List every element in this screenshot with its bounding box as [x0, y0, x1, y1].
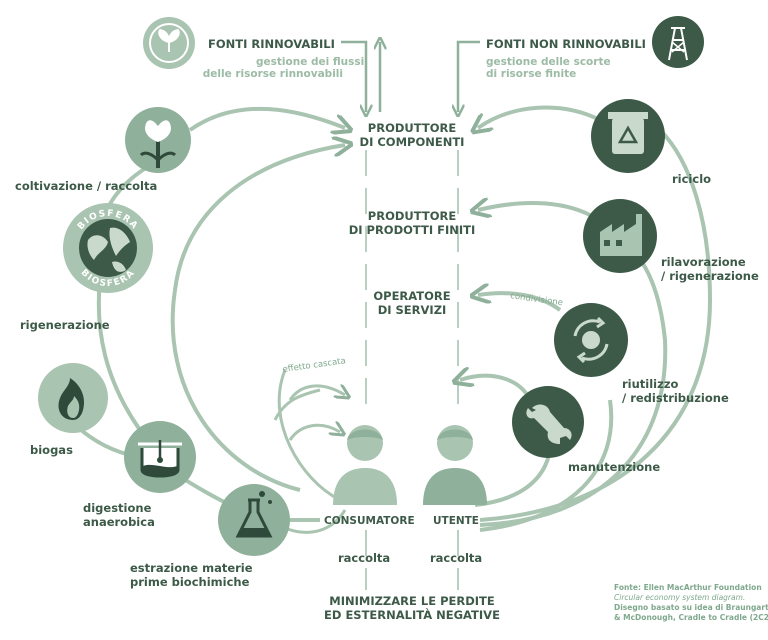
- produttore-prodotti-line2: DI PRODOTTI FINITI: [348, 223, 476, 237]
- consumatore-label: CONSUMATORE: [324, 515, 415, 527]
- utente-label: UTENTE: [433, 515, 479, 527]
- cycle-icon: [554, 303, 628, 377]
- riutilizzo-line1: riutilizzo: [622, 377, 679, 391]
- source-line2: Circular economy system diagram.: [614, 593, 746, 602]
- biogas-label: biogas: [30, 443, 73, 457]
- minimizzare-line1: MINIMIZZARE LE PERDITE: [329, 594, 495, 608]
- operatore-servizi-line1: OPERATORE: [373, 289, 451, 303]
- fonti-non-rinnovabili-sub1: gestione delle scorte: [486, 56, 611, 68]
- manutenzione-label: manutenzione: [568, 460, 661, 474]
- top-arrows: [341, 42, 480, 112]
- sprout-icon: [143, 17, 195, 69]
- condivisione-label: condivisione: [510, 291, 564, 308]
- flower-icon: [125, 107, 191, 173]
- fonti-non-rinnovabili-title: FONTI NON RINNOVABILI: [486, 37, 646, 51]
- estrazione-line1: estrazione materie: [130, 561, 253, 575]
- fonti-rinnovabili-title: FONTI RINNOVABILI: [208, 37, 335, 51]
- source-line3: Disegno basato su idea di Braungart: [614, 603, 768, 612]
- operatore-servizi-line2: DI SERVIZI: [377, 303, 447, 317]
- user-person-icon: [423, 425, 487, 505]
- rilavorazione-line2: / rigenerazione: [661, 269, 759, 283]
- rilavorazione-line1: rilavorazione: [661, 255, 746, 269]
- globe-icon: [63, 203, 153, 293]
- digestione-line2: anaerobica: [83, 515, 155, 529]
- produttore-prodotti-line1: PRODUTTORE: [367, 209, 457, 223]
- riutilizzo-line2: / redistribuzione: [622, 391, 729, 405]
- source-line1: Fonte: Ellen MacArthur Foundation: [614, 583, 762, 592]
- center-dashed-lines: [365, 150, 459, 590]
- source-credit: Fonte: Ellen MacArthur Foundation Circul…: [614, 583, 768, 623]
- consumer-person-icon: [333, 425, 397, 505]
- riciclo-label: riciclo: [672, 172, 712, 186]
- oil-derrick-icon: [652, 16, 704, 68]
- digestione-line1: digestione: [83, 501, 152, 515]
- fonti-rinnovabili-sub1: gestione dei flussi: [256, 56, 365, 68]
- minimizzare-line2: ED ESTERNALITÀ NEGATIVE: [324, 608, 500, 622]
- flame-icon: [38, 363, 108, 433]
- wrench-icon: [512, 386, 584, 458]
- rigenerazione-label: rigenerazione: [20, 318, 110, 332]
- produttore-componenti-line1: PRODUTTORE: [367, 121, 457, 135]
- coltivazione-label: coltivazione / raccolta: [15, 179, 158, 193]
- flask-icon: [218, 484, 290, 556]
- right-flow-lines: [460, 105, 713, 532]
- source-line4: & McDonough, Cradle to Cradle (2C2): [614, 613, 768, 622]
- fonti-rinnovabili-sub2: delle risorse rinnovabili: [202, 68, 343, 80]
- fonti-non-rinnovabili-sub2: di risorse finite: [486, 68, 577, 80]
- effetto-cascata-label: effetto cascata: [282, 356, 346, 375]
- estrazione-line2: prime biochimiche: [130, 575, 250, 589]
- raccolta-left-label: raccolta: [338, 551, 391, 565]
- raccolta-right-label: raccolta: [430, 551, 483, 565]
- digester-icon: [124, 421, 196, 493]
- recycle-bin-icon: [591, 99, 665, 173]
- factory-icon: [583, 199, 657, 273]
- produttore-componenti-line2: DI COMPONENTI: [359, 135, 465, 149]
